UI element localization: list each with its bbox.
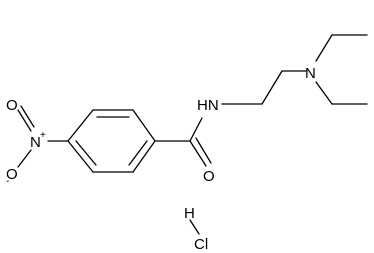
atom-n-amine: N [305,65,316,82]
bond-co-1 [189,140,207,167]
ring-bond-1 [67,109,94,142]
bond-no-top-double [20,105,35,128]
bond-no-top [17,109,32,132]
bond-c-nh [189,117,203,142]
atom-o-nitro-top: O [6,97,18,114]
charge-minus: - [6,176,9,187]
ring-bond-3 [132,109,156,142]
ring-inner-3 [128,140,148,166]
bond-no-bottom [17,149,32,168]
bond-h-cl [189,219,200,235]
bond-n-ethyl2-a [315,81,333,105]
charge-plus: + [40,130,46,141]
ring-inner-2 [75,140,97,166]
atom-nh-amide: HN [197,97,219,114]
atom-cl-hcl: Cl [194,236,208,253]
ring-bond-6 [67,140,94,173]
atom-o-amide: O [203,168,215,185]
atom-h-hcl: H [184,205,195,222]
bond-ch2-ch2 [261,70,283,105]
ring-bond-4 [132,140,156,173]
bond-co-2 [195,137,212,164]
atom-n-nitro: N [30,134,41,151]
atom-o-nitro-bottom: O [6,166,18,183]
bond-n-ethyl1-a [315,34,333,62]
